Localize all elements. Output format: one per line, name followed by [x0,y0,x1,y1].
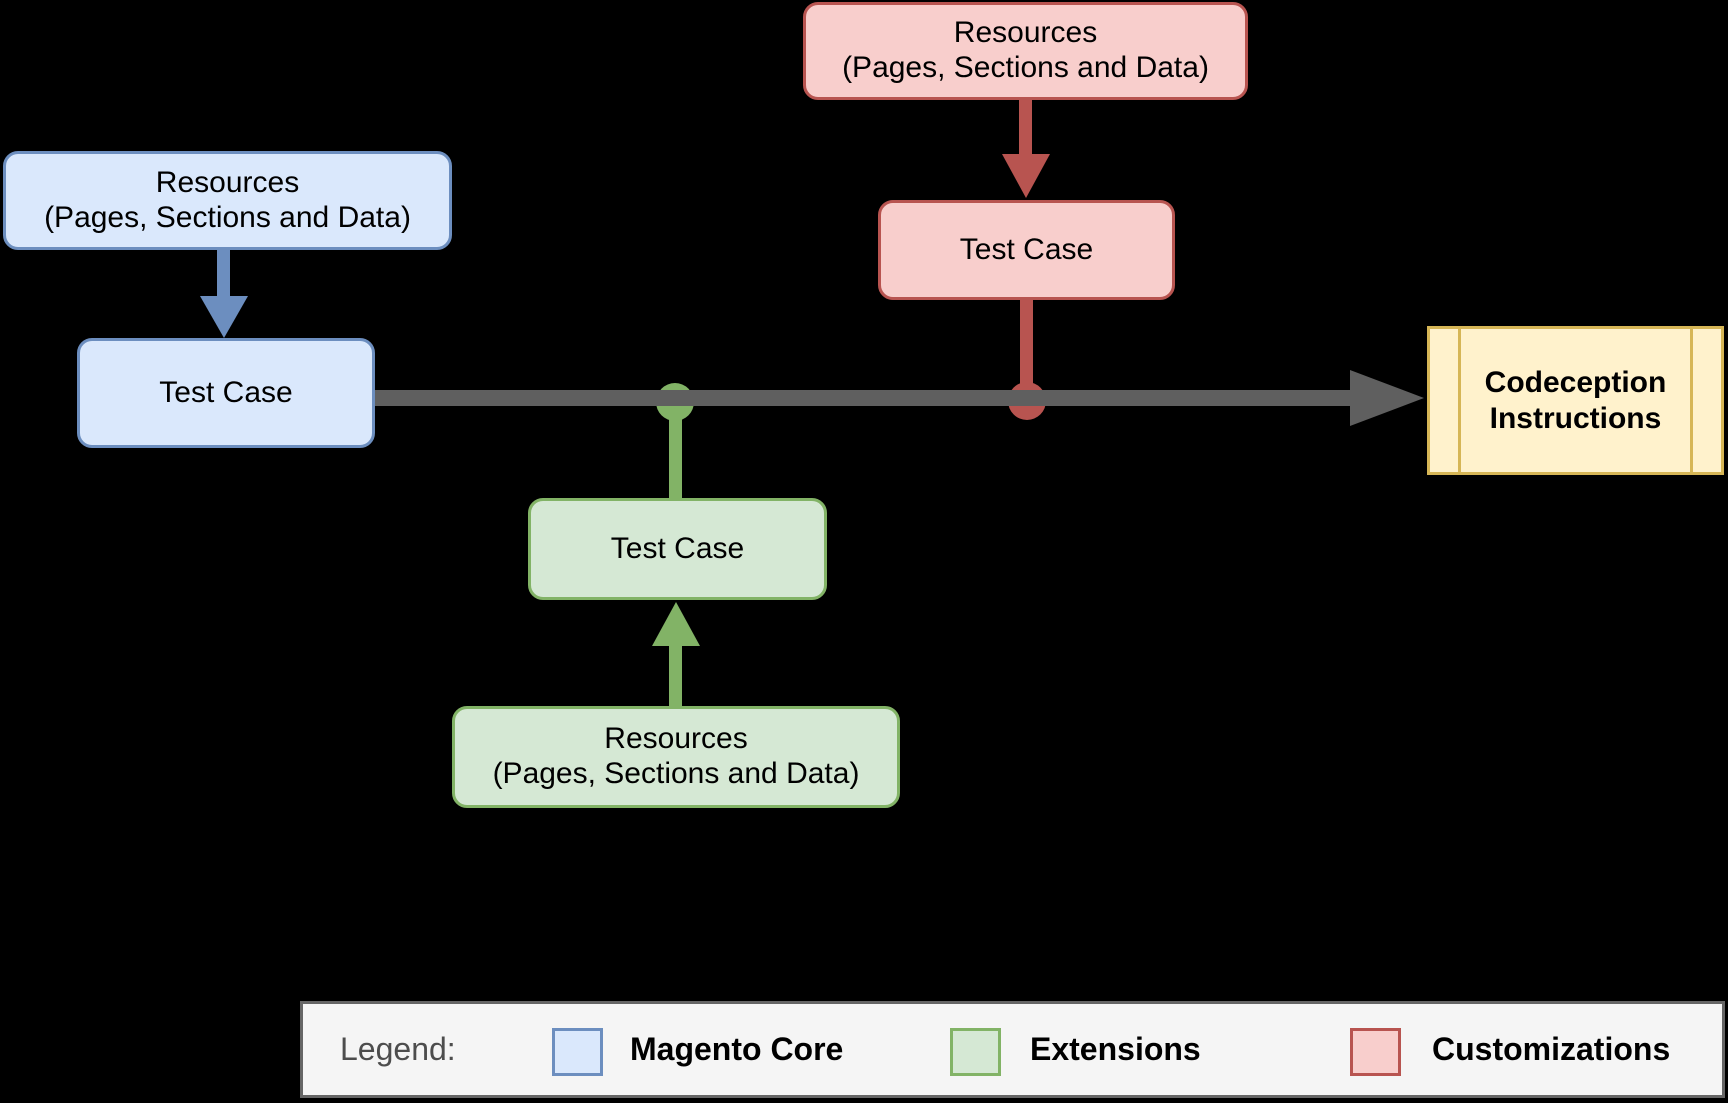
node-label: Test Case [610,531,745,565]
arrow-down-head-blue [200,296,248,338]
node-customizations-resources: Resources (Pages, Sections and Data) [803,2,1248,100]
node-magento-core-test-case: Test Case [77,338,375,448]
node-extensions-resources: Resources (Pages, Sections and Data) [452,706,900,808]
node-label-line2: (Pages, Sections and Data) [842,51,1209,84]
node-label: Test Case [959,232,1094,266]
arrow-right-head-gray [1350,370,1424,426]
legend-title: Legend: [340,1031,456,1067]
arrow-down-head-red [1002,154,1050,198]
process-strip-right [1690,329,1693,472]
legend-label-magento-core: Magento Core [630,1031,844,1067]
arrow-up-head-green [652,602,700,646]
connector-custom-testcase-to-flow [1020,300,1033,401]
node-customizations-test-case: Test Case [878,200,1175,300]
node-codeception-instructions: Codeception Instructions [1427,326,1724,475]
main-flow-line [375,390,1352,406]
arrow-core-resources-to-testcase-shaft [217,250,230,298]
legend-swatch-extensions [950,1028,1001,1076]
node-label-line1: Resources [604,722,748,756]
node-label-line2: Instructions [1489,401,1662,435]
node-label: Test Case [159,375,293,409]
node-label-line1: Resources [155,165,300,199]
node-magento-core-resources: Resources (Pages, Sections and Data) [3,151,452,250]
legend-swatch-magento-core [552,1028,603,1076]
node-label: Codeception Instructions [1485,365,1667,437]
node-label-line1: Resources [953,16,1098,50]
legend-swatch-customizations [1350,1028,1401,1076]
connector-ext-testcase-to-flow [669,401,682,498]
legend-label-customizations: Customizations [1432,1031,1671,1067]
node-label-line2: (Pages, Sections and Data) [44,200,411,234]
legend-label-extensions: Extensions [1030,1031,1201,1067]
arrow-ext-resources-to-testcase-shaft [669,645,682,706]
arrow-custom-resources-to-testcase-shaft [1019,100,1032,156]
node-label-line1: Codeception [1484,365,1667,399]
node-extensions-test-case: Test Case [528,498,827,600]
node-label-line2: (Pages, Sections and Data) [492,757,860,790]
process-strip-left [1458,329,1461,472]
legend: Legend: Magento Core Extensions Customiz… [300,1001,1725,1098]
